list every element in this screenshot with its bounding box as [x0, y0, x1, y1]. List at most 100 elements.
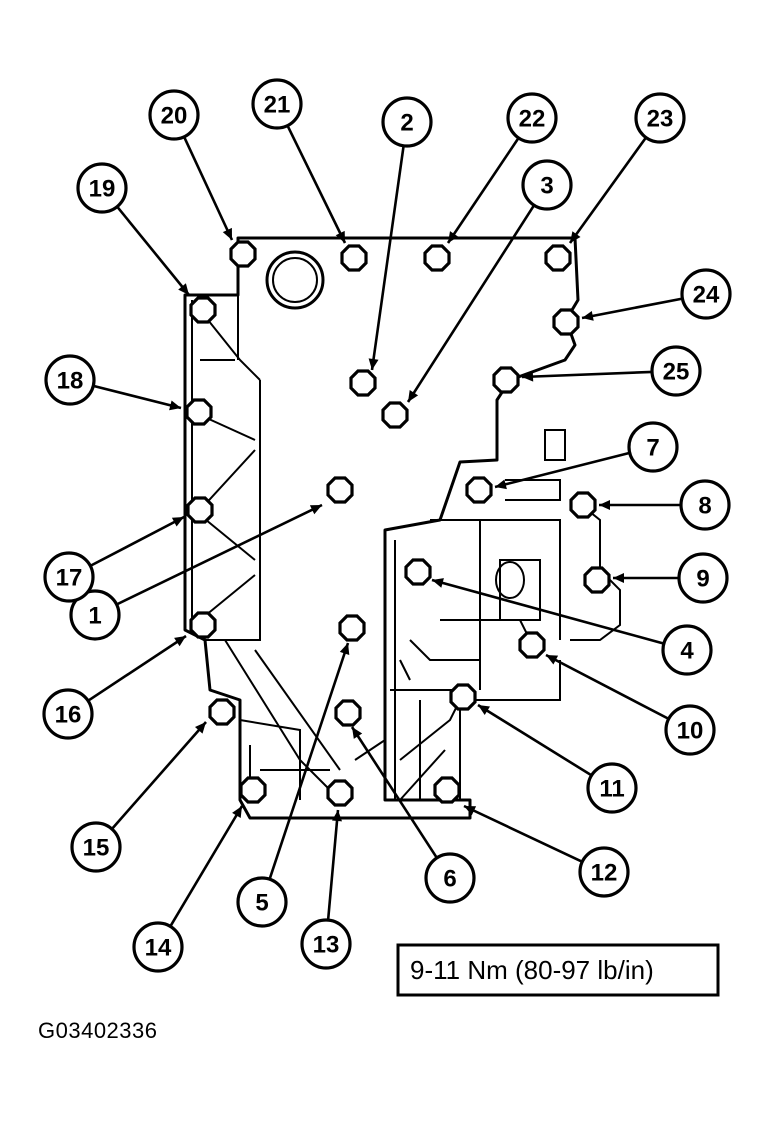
callout-circle [679, 479, 731, 531]
callout-25: 25 [650, 345, 702, 397]
callout-number: 7 [646, 435, 659, 462]
callout-number: 24 [693, 282, 720, 309]
callout-number: 14 [145, 935, 172, 962]
bolt-6 [334, 699, 362, 727]
callout-number: 3 [540, 173, 553, 200]
arrowhead-5 [339, 643, 350, 655]
callout-3: 3 [521, 159, 573, 211]
callout-number: 15 [83, 835, 110, 862]
leader-7 [494, 451, 631, 489]
leader-23 [568, 136, 648, 244]
callout-circle [634, 92, 686, 144]
leader-4 [431, 578, 665, 645]
callout-number: 17 [56, 565, 83, 592]
leader-15 [110, 721, 207, 830]
figure-id: G03402336 [38, 1018, 158, 1043]
callout-21: 21 [251, 78, 303, 130]
callout-number: 2 [400, 110, 413, 137]
callout-number: 19 [89, 176, 116, 203]
callout-circle [680, 268, 732, 320]
callout-1: 1 [69, 589, 121, 641]
callout-number: 23 [647, 106, 674, 133]
bolt-2 [349, 369, 377, 397]
callout-6: 6 [424, 852, 476, 904]
callout-number: 5 [255, 890, 268, 917]
arrowhead-15 [195, 722, 206, 734]
bolt-12 [433, 776, 461, 804]
callout-5: 5 [236, 876, 288, 928]
bolt-21 [340, 244, 368, 272]
callout-9: 9 [677, 552, 729, 604]
callout-24: 24 [680, 268, 732, 320]
bolt-4 [404, 558, 432, 586]
callout-circle [76, 162, 128, 214]
bolt-22 [423, 244, 451, 272]
leader-16 [87, 634, 187, 702]
callout-10: 10 [664, 704, 716, 756]
bolt-1 [326, 476, 354, 504]
callout-16: 16 [42, 688, 94, 740]
arrowhead-11 [478, 705, 490, 715]
bolt-16 [189, 611, 217, 639]
callout-number: 10 [677, 718, 704, 745]
callout-circle [650, 345, 702, 397]
bolt-11 [449, 683, 477, 711]
arrowhead-25 [522, 371, 534, 382]
callout-number: 25 [663, 359, 690, 386]
callout-circle [148, 89, 200, 141]
leader-12 [463, 804, 583, 863]
arrowhead-20 [222, 227, 232, 240]
callout-23: 23 [634, 92, 686, 144]
leader-25 [521, 370, 653, 379]
callout-number: 16 [55, 702, 82, 729]
callout-number: 1 [88, 603, 101, 630]
leader-19 [116, 205, 191, 296]
bolt-3 [381, 401, 409, 429]
leader-3 [406, 204, 536, 403]
callout-number: 21 [264, 92, 291, 119]
leader-20 [182, 136, 234, 241]
arrowhead-13 [332, 810, 342, 822]
bolt-20 [229, 240, 257, 268]
arrowhead-14 [232, 806, 242, 818]
callout-19: 19 [76, 162, 128, 214]
bolt-19 [189, 296, 217, 324]
arrowhead-16 [174, 636, 186, 647]
callout-number: 9 [696, 566, 709, 593]
callout-circle [664, 704, 716, 756]
arrowhead-24 [582, 311, 594, 321]
callout-13: 13 [300, 918, 352, 970]
arrowhead-10 [546, 655, 559, 665]
leader-17 [89, 515, 185, 568]
callout-number: 11 [599, 776, 624, 803]
callout-8: 8 [679, 479, 731, 531]
leader-11 [477, 703, 593, 777]
bolt-13 [326, 779, 354, 807]
callout-11: 11 [586, 762, 638, 814]
callout-17: 17 [43, 551, 95, 603]
bolt-14 [239, 776, 267, 804]
arrowhead-2 [368, 358, 379, 370]
callout-15: 15 [70, 821, 122, 873]
callout-circle [627, 421, 679, 473]
callout-number: 22 [519, 106, 546, 133]
callout-circle [43, 551, 95, 603]
callout-circle [521, 159, 573, 211]
bolt-25 [492, 366, 520, 394]
callout-number: 18 [57, 368, 84, 395]
callout-22: 22 [506, 92, 558, 144]
callout-number: 8 [698, 493, 711, 520]
arrowhead-4 [432, 578, 444, 588]
callout-circle [586, 762, 638, 814]
callout-number: 12 [591, 860, 618, 887]
callout-circle [132, 921, 184, 973]
callout-circle [251, 78, 303, 130]
arrowhead-9 [613, 573, 624, 583]
leader-24 [581, 297, 683, 320]
callout-7: 7 [627, 421, 679, 473]
callout-circle [424, 852, 476, 904]
callout-circle [506, 92, 558, 144]
